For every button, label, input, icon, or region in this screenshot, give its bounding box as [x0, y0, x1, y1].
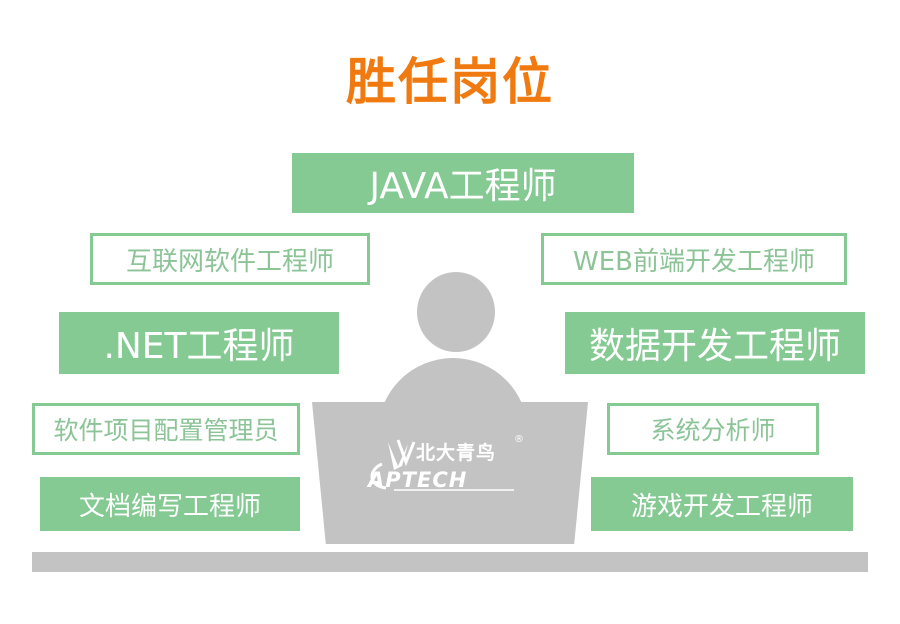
- bird-swoosh-icon: [370, 439, 514, 491]
- job-system-analyst: 系统分析师: [607, 403, 819, 455]
- job-java-engineer: JAVA工程师: [292, 153, 634, 213]
- job-documentation-engineer: 文档编写工程师: [40, 477, 300, 531]
- laptop-icon: [312, 402, 588, 544]
- job-configuration-manager: 软件项目配置管理员: [32, 403, 300, 455]
- logo-english-text: APTECH: [368, 468, 468, 492]
- job-data-development-engineer: 数据开发工程师: [565, 312, 865, 374]
- job-dotnet-engineer: .NET工程师: [59, 312, 339, 374]
- desk-shape: [32, 552, 868, 572]
- logo-chinese-text: 北大青鸟: [416, 442, 497, 464]
- page-title: 胜任岗位: [346, 53, 554, 111]
- aptech-logo: 北大青鸟 ® APTECH: [364, 434, 534, 496]
- person-head-icon: [417, 272, 495, 352]
- logo-registered-mark: ®: [514, 434, 524, 445]
- job-internet-software-engineer: 互联网软件工程师: [90, 233, 370, 285]
- job-web-frontend-engineer: WEB前端开发工程师: [541, 233, 847, 285]
- job-game-development-engineer: 游戏开发工程师: [591, 477, 853, 531]
